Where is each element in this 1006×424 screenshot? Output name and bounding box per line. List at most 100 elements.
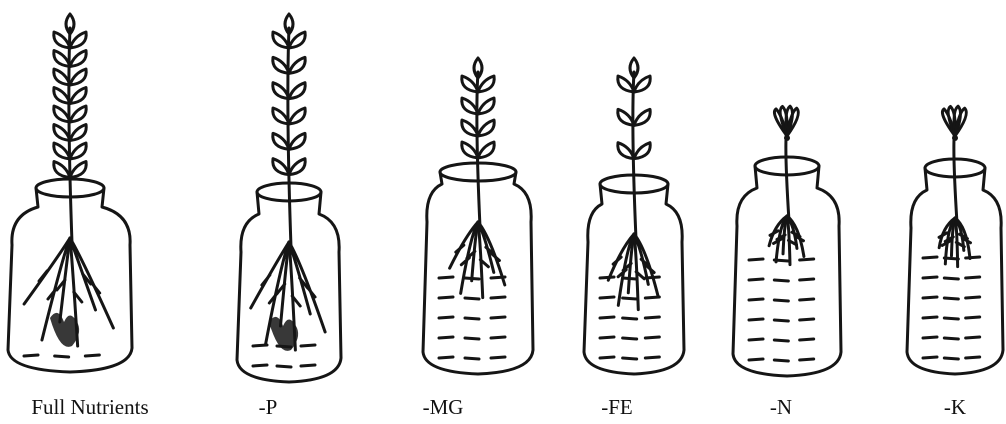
- leaf: [289, 133, 305, 149]
- water-dash: [749, 339, 763, 340]
- water-dash: [301, 345, 315, 346]
- leaf: [54, 32, 70, 48]
- root-branch: [770, 231, 778, 236]
- water-dash: [491, 297, 505, 298]
- water-dash: [645, 317, 659, 318]
- water-dash: [800, 279, 814, 280]
- water-dash: [774, 360, 788, 361]
- water-dash: [944, 338, 958, 339]
- jar-5: [907, 106, 1003, 374]
- water-dash: [277, 366, 291, 367]
- water-dash: [465, 298, 479, 299]
- water-dash: [645, 337, 659, 338]
- water-dash: [749, 279, 763, 280]
- leaf: [273, 159, 289, 175]
- label-full-nutrients: Full Nutrients: [31, 395, 148, 420]
- water-dash: [439, 297, 453, 298]
- water-dash: [749, 299, 763, 300]
- water-dash: [623, 318, 637, 319]
- label-minus-p: -P: [259, 395, 278, 420]
- water-dash: [800, 299, 814, 300]
- water-dash: [966, 257, 980, 258]
- leaf: [462, 76, 478, 92]
- water-dash: [600, 317, 614, 318]
- jar-0: [8, 14, 132, 372]
- water-dash: [749, 359, 763, 360]
- water-dash: [774, 280, 788, 281]
- leaf: [618, 143, 634, 159]
- leaf: [54, 143, 70, 159]
- water-dash: [465, 318, 479, 319]
- leaf: [462, 142, 478, 158]
- label-minus-fe: -FE: [601, 395, 633, 420]
- leaf: [618, 76, 634, 92]
- water-dash: [923, 357, 937, 358]
- water-dash: [800, 259, 814, 260]
- label-minus-k: -K: [944, 395, 966, 420]
- water-dash: [24, 355, 38, 356]
- leaf: [634, 109, 650, 125]
- water-dash: [774, 320, 788, 321]
- water-dash: [439, 317, 453, 318]
- water-dash: [966, 297, 980, 298]
- water-dash: [55, 356, 69, 357]
- water-dash: [439, 357, 453, 358]
- leaf: [70, 32, 86, 48]
- water-dash: [923, 277, 937, 278]
- water-dash: [491, 357, 505, 358]
- leaf: [289, 57, 305, 73]
- water-dash: [944, 318, 958, 319]
- water-dash: [623, 358, 637, 359]
- water-dash: [253, 365, 267, 366]
- leaf: [70, 125, 86, 141]
- leaf: [273, 57, 289, 73]
- leaf: [289, 32, 305, 48]
- jar-4: [733, 106, 841, 376]
- label-minus-mg: -MG: [423, 395, 464, 420]
- leaf: [634, 143, 650, 159]
- water-dash: [600, 357, 614, 358]
- leaf: [54, 125, 70, 141]
- water-dash: [966, 357, 980, 358]
- water-dash: [923, 257, 937, 258]
- leaf: [289, 108, 305, 124]
- water-dash: [774, 340, 788, 341]
- water-dash: [944, 358, 958, 359]
- leaf: [289, 83, 305, 99]
- jar-2: [423, 58, 533, 374]
- water-dash: [800, 359, 814, 360]
- flower-center: [784, 135, 790, 141]
- water-dash: [944, 298, 958, 299]
- water-dash: [600, 277, 614, 278]
- leaf: [70, 106, 86, 122]
- label-minus-n: -N: [770, 395, 792, 420]
- water-dash: [491, 317, 505, 318]
- flower-center: [952, 135, 958, 141]
- leaf: [70, 143, 86, 159]
- water-dash: [923, 337, 937, 338]
- plant-stem: [477, 72, 480, 227]
- plant-stem: [288, 28, 291, 247]
- root-branch: [939, 233, 947, 238]
- water-dash: [966, 337, 980, 338]
- leaf: [70, 162, 86, 178]
- water-dash: [800, 319, 814, 320]
- water-dash: [465, 358, 479, 359]
- leaf: [273, 32, 289, 48]
- leaf: [54, 51, 70, 67]
- water-dash: [645, 357, 659, 358]
- water-dash: [966, 277, 980, 278]
- water-dash: [749, 259, 763, 260]
- leaf: [478, 98, 494, 114]
- water-dash: [600, 337, 614, 338]
- leaf: [54, 162, 70, 178]
- water-dash: [749, 319, 763, 320]
- jar-1: [237, 14, 341, 382]
- water-dash: [774, 300, 788, 301]
- leaf: [478, 120, 494, 136]
- water-dash: [923, 317, 937, 318]
- water-dash: [439, 337, 453, 338]
- leaf: [634, 76, 650, 92]
- leaf: [273, 133, 289, 149]
